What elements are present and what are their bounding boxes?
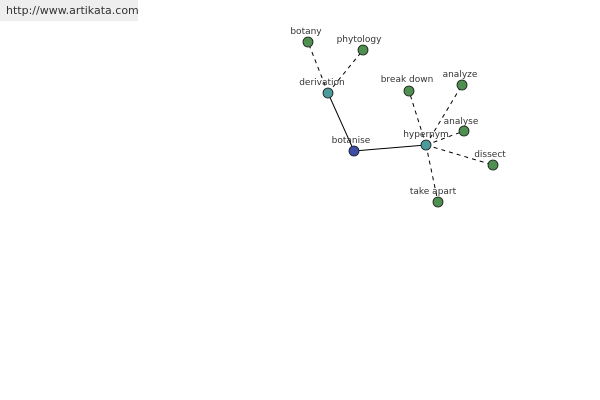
node-label-derivation[interactable]: derivation <box>299 78 345 88</box>
edge-botanise-hypernym <box>353 144 427 152</box>
node-label-dissect[interactable]: dissect <box>474 150 506 160</box>
node-label-analyse[interactable]: analyse <box>444 117 479 127</box>
edge-botanise-derivation <box>327 92 355 152</box>
node-take-apart[interactable] <box>432 196 444 208</box>
edge-hypernym-analyse <box>425 130 465 146</box>
node-break-down[interactable] <box>403 85 415 97</box>
node-derivation[interactable] <box>322 87 334 99</box>
nodes-layer <box>302 36 499 208</box>
node-phytology[interactable] <box>357 44 369 56</box>
edge-derivation-phytology <box>327 49 364 94</box>
node-label-break-down[interactable]: break down <box>381 75 434 85</box>
edge-hypernym-take-apart <box>425 144 439 203</box>
node-botanise[interactable] <box>348 145 360 157</box>
node-label-take-apart[interactable]: take apart <box>410 187 457 197</box>
node-label-botanise[interactable]: botanise <box>332 136 371 146</box>
edge-hypernym-analyze <box>425 84 463 146</box>
node-label-phytology[interactable]: phytology <box>337 35 382 45</box>
node-botany[interactable] <box>302 36 314 48</box>
edges-layer <box>307 41 494 203</box>
edge-hypernym-break-down <box>408 90 427 146</box>
node-dissect[interactable] <box>487 159 499 171</box>
edge-hypernym-dissect <box>425 144 494 166</box>
node-label-botany[interactable]: botany <box>290 27 322 37</box>
node-label-hypernym[interactable]: hypernym <box>403 130 449 140</box>
node-analyse[interactable] <box>458 125 470 137</box>
node-analyze[interactable] <box>456 79 468 91</box>
node-label-analyze[interactable]: analyze <box>443 70 478 80</box>
edge-derivation-botany <box>307 41 329 94</box>
labels-layer: botanise derivation hypernym botany phytolog… <box>290 27 506 197</box>
node-hypernym[interactable] <box>420 139 432 151</box>
source-url-label[interactable]: http://www.artikata.com <box>0 0 139 21</box>
